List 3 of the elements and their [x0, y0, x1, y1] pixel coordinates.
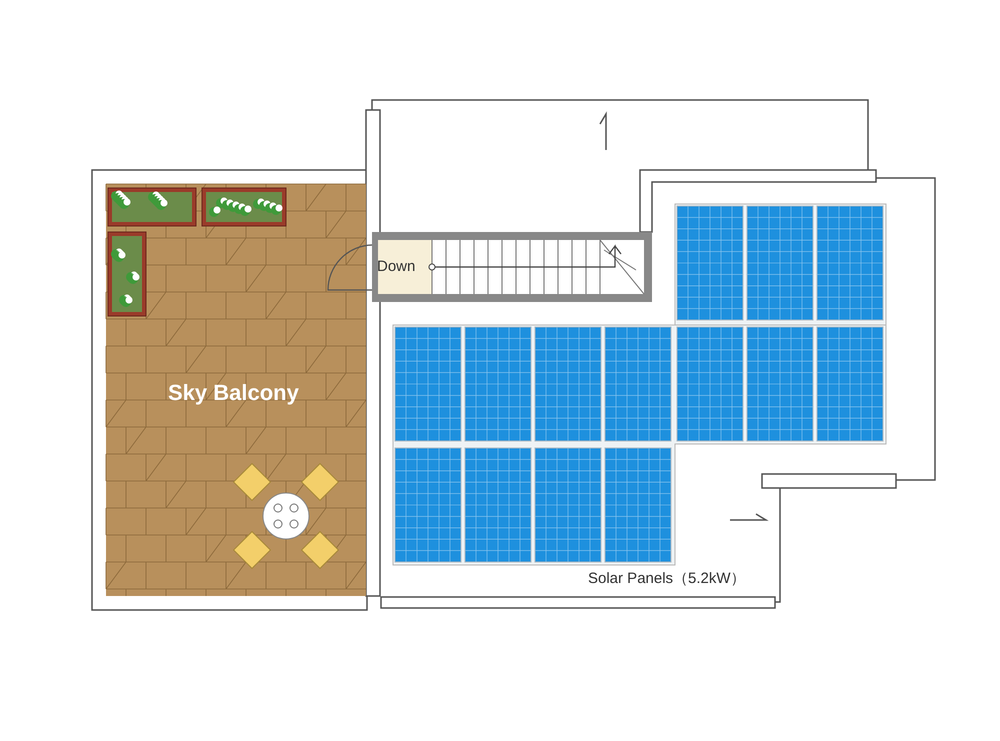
- room-label: Sky Balcony: [168, 381, 299, 406]
- panel-label: Solar Panels（5.2kW）: [588, 571, 746, 588]
- stair-label: Down: [377, 259, 416, 276]
